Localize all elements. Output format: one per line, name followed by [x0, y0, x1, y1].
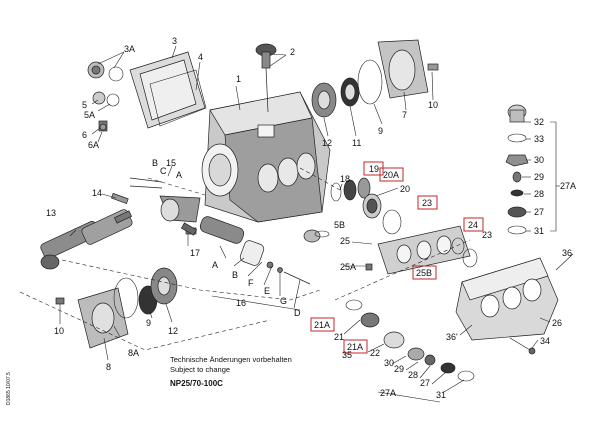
- label-part-27a-bottom: 27A: [380, 388, 396, 398]
- label-part-23-top: 23: [422, 198, 432, 208]
- label-part-10-bottom: 10: [54, 326, 64, 336]
- label-part-28-right: 28: [534, 189, 544, 199]
- label-part-35: 35: [342, 350, 352, 360]
- rear-bearing-cover: [55, 267, 178, 349]
- label-part-36: 36: [562, 248, 572, 258]
- label-part-13: 13: [46, 208, 56, 218]
- label-part-17: 17: [190, 248, 200, 258]
- label-letter-c: C: [160, 166, 167, 176]
- part-labels: 1 2 3 3A 4 5 5A 6 6A 7 8 8A 9 9 10 10 11…: [46, 36, 576, 400]
- label-part-3a: 3A: [124, 44, 135, 54]
- diagram-notes: Technische Änderungen vorbehalten Subjec…: [6, 355, 292, 405]
- assembly-paths: [19, 167, 471, 351]
- model-number: NP25/70-100C: [170, 379, 223, 388]
- label-part-19: 19: [369, 164, 379, 174]
- label-part-22: 22: [370, 348, 380, 358]
- label-part-6: 6: [82, 130, 87, 140]
- label-box-20a: [379, 167, 404, 182]
- label-part-8: 8: [106, 362, 111, 372]
- label-part-31-bottom: 31: [436, 390, 446, 400]
- document-code: D1865 10/07.5: [6, 372, 12, 405]
- label-part-9-top: 9: [378, 126, 383, 136]
- label-part-29-right: 29: [534, 172, 544, 182]
- label-box-21a-left: [310, 317, 335, 332]
- label-box-23: [417, 195, 438, 210]
- label-part-5a: 5A: [84, 110, 95, 120]
- label-part-15: 15: [166, 158, 176, 168]
- label-part-4: 4: [198, 52, 203, 62]
- bearing-cover-top: [311, 39, 439, 118]
- label-part-5b: 5B: [334, 220, 345, 230]
- top-plugs: [87, 61, 124, 132]
- label-part-32: 32: [534, 117, 544, 127]
- change-note-german: Technische Änderungen vorbehalten: [170, 355, 292, 364]
- label-letter-d: D: [294, 308, 301, 318]
- label-part-5: 5: [82, 100, 87, 110]
- label-box-24: [463, 217, 484, 232]
- label-part-14: 14: [92, 188, 102, 198]
- label-part-33: 33: [534, 134, 544, 144]
- label-part-18: 18: [340, 174, 350, 184]
- label-part-25a: 25A: [340, 262, 356, 272]
- label-part-12-top: 12: [322, 138, 332, 148]
- label-box-21a-right: [343, 339, 368, 354]
- label-part-8a: 8A: [128, 348, 139, 358]
- label-part-31-right: 31: [534, 226, 544, 236]
- crankshaft: [40, 209, 133, 270]
- label-part-3: 3: [172, 36, 177, 46]
- small-pins: [111, 192, 330, 238]
- connecting-rod: [129, 177, 201, 223]
- label-letter-e: E: [264, 286, 270, 296]
- manifold-head: [455, 257, 559, 355]
- label-box-25b: [412, 265, 437, 280]
- crankcase-housing: [201, 91, 331, 223]
- label-part-25: 25: [340, 236, 350, 246]
- label-part-27a-right: 27A: [560, 181, 576, 191]
- label-part-25b: 25B: [416, 268, 432, 278]
- label-part-16: 16: [236, 298, 246, 308]
- label-part-30-right: 30: [534, 155, 544, 165]
- label-part-1: 1: [236, 74, 241, 84]
- label-part-11: 11: [352, 138, 361, 148]
- label-part-2: 2: [290, 47, 295, 57]
- label-part-27-bottom: 27: [420, 378, 430, 388]
- valve-stack-right: [505, 104, 529, 235]
- label-part-27-right: 27: [534, 207, 544, 217]
- label-letter-a-top: A: [176, 170, 182, 180]
- label-part-21a-left: 21A: [314, 320, 330, 330]
- oil-dipstick: [255, 43, 277, 113]
- label-part-21: 21: [334, 332, 344, 342]
- leader-lines: [59, 45, 574, 403]
- label-letter-a-bottom: A: [212, 260, 218, 270]
- label-part-20: 20: [400, 184, 410, 194]
- label-part-24: 24: [468, 220, 478, 230]
- label-part-26: 26: [552, 318, 562, 328]
- label-part-29-bottom: 29: [394, 364, 404, 374]
- label-letter-g: G: [280, 296, 287, 306]
- valve-stack-bottom: [345, 299, 475, 382]
- piston-assembly: [185, 216, 311, 285]
- label-part-23-right: 23: [482, 230, 492, 240]
- label-letter-b-top: B: [152, 158, 158, 168]
- label-part-6a: 6A: [88, 140, 99, 150]
- cover-plate: [129, 51, 207, 129]
- label-part-28-bottom: 28: [408, 370, 418, 380]
- label-part-36-prime: 36': [446, 332, 458, 342]
- label-letter-b-bottom: B: [232, 270, 238, 280]
- label-letter-f: F: [248, 278, 254, 288]
- plunger-seals: [303, 177, 402, 243]
- label-part-7: 7: [402, 110, 407, 120]
- label-part-30-bottom: 30: [384, 358, 394, 368]
- label-part-21a-right: 21A: [347, 342, 363, 352]
- label-part-12-bottom: 12: [168, 326, 178, 336]
- label-part-10-top: 10: [428, 100, 438, 110]
- label-part-9-bottom: 9: [146, 318, 151, 328]
- label-part-34: 34: [540, 336, 550, 346]
- seal-housing-plate: [365, 225, 478, 275]
- label-part-20a: 20A: [383, 170, 399, 180]
- change-note-english: Subject to change: [170, 365, 230, 374]
